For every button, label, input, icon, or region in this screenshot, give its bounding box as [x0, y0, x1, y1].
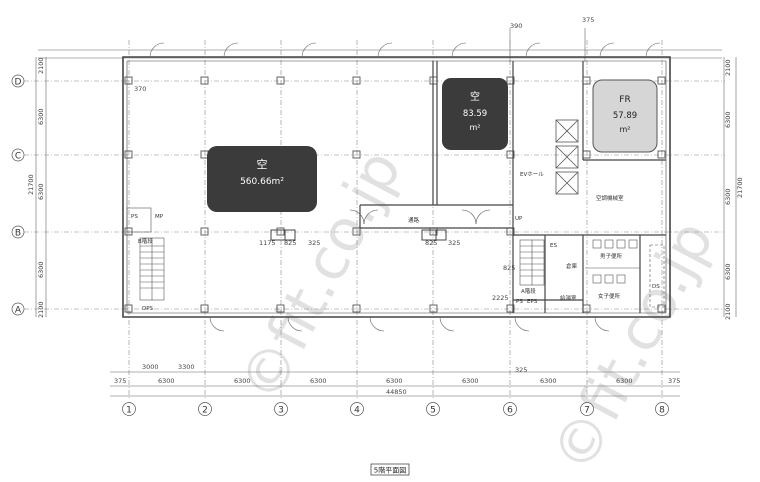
left-dim-0: 2100 — [37, 57, 45, 74]
sub-span-0: 3000 — [142, 363, 159, 371]
misc-dim-7: 2225 — [492, 294, 509, 302]
up-label: UP — [515, 216, 523, 222]
bottom-dim-2: 6300 — [234, 377, 251, 385]
stairs-b — [126, 207, 165, 301]
ps-label-right: PS — [516, 299, 523, 305]
col-label-2: 2 — [202, 406, 208, 416]
misc-dim-8: 325 — [515, 366, 527, 374]
row-axis-bubbles — [11, 74, 25, 316]
eps-label: EPS — [527, 299, 538, 305]
right-dim-1: 6300 — [724, 111, 732, 128]
right-dim-2: 6300 — [724, 188, 732, 205]
bottom-total: 44850 — [386, 388, 407, 396]
left-dimension-lines — [35, 57, 47, 317]
right-dim-3: 6300 — [724, 263, 732, 280]
row-label-c: C — [15, 152, 21, 162]
row-label-a: A — [15, 306, 22, 316]
title-box — [370, 463, 410, 476]
misc-dim-2: 825 — [284, 239, 296, 247]
perimeter-doors — [149, 42, 661, 332]
main-room-highlight — [207, 146, 317, 212]
page-title: 5階平面図 — [374, 466, 406, 475]
misc-dim-3: 825 — [425, 239, 437, 247]
bottom-dim-8: 375 — [668, 377, 680, 385]
right-dim-0: 2100 — [724, 59, 732, 76]
fr-room-highlight — [592, 79, 658, 153]
left-dim-1: 6300 — [37, 108, 45, 125]
right-total: 21700 — [736, 177, 744, 198]
right-dim-4: 2100 — [724, 303, 732, 320]
fr-room-name: FR — [619, 95, 630, 105]
col-label-5: 5 — [430, 406, 436, 416]
mens-wc-label: 男子便所 — [600, 252, 623, 260]
top-dim-375: 375 — [582, 16, 594, 24]
main-room-area: 560.66m² — [240, 177, 284, 187]
wc-area — [585, 239, 665, 308]
opening-boxes — [270, 229, 447, 241]
ds-label: DS — [652, 284, 660, 290]
misc-dim-6: 825 — [503, 264, 515, 272]
col-label-1: 1 — [126, 406, 132, 416]
bottom-dim-4: 6300 — [386, 377, 403, 385]
left-dim-3: 6300 — [37, 261, 45, 278]
bottom-dim-0: 375 — [114, 377, 126, 385]
es-label: ES — [550, 243, 557, 249]
row-label-b: B — [15, 229, 21, 239]
mp-label: MP — [155, 214, 164, 220]
col-label-8: 8 — [659, 406, 665, 416]
column-axis-bubbles — [122, 402, 669, 416]
main-room-name: 空 — [257, 157, 268, 171]
bottom-dimension-lines — [110, 371, 680, 397]
col-label-7: 7 — [584, 406, 590, 416]
bottom-dim-6: 6300 — [540, 377, 557, 385]
left-total: 21700 — [27, 174, 35, 195]
stairs-b-label: B階段 — [138, 237, 153, 245]
left-dim-2: 6300 — [37, 183, 45, 200]
misc-dim-0: 370 — [134, 85, 146, 93]
bottom-dim-1: 6300 — [158, 377, 175, 385]
fr-room-unit: m² — [620, 125, 631, 134]
void-room-area: 83.59 — [463, 109, 487, 119]
sub-span-1: 3300 — [178, 363, 195, 371]
left-dim-4: 2100 — [37, 301, 45, 318]
corridor-doors — [349, 209, 491, 225]
bottom-dim-7: 6300 — [616, 377, 633, 385]
col-label-6: 6 — [507, 406, 513, 416]
col-label-3: 3 — [278, 406, 284, 416]
fr-room-area: 57.89 — [613, 111, 637, 121]
womens-wc-label: 女子便所 — [598, 292, 621, 300]
bottom-dim-5: 6300 — [462, 377, 479, 385]
misc-dim-5: 325 — [448, 239, 460, 247]
misc-dim-1: 1175 — [259, 239, 276, 247]
storage-label: 倉庫 — [566, 262, 578, 270]
void-room-name: 空 — [470, 90, 480, 103]
ps-label-left: PS — [131, 214, 138, 220]
elevator-shafts — [555, 119, 579, 195]
void-room-unit: m² — [470, 123, 481, 132]
watermark-text-2: ©fit.co.jp — [538, 210, 726, 482]
right-dimension-lines — [723, 57, 737, 317]
void-room-highlight — [442, 78, 508, 150]
elec-room-label: 空調機械室 — [596, 194, 624, 202]
interior-walls — [359, 61, 666, 313]
grid-axes-vertical — [128, 40, 663, 398]
kitchen-label: 給湯室 — [560, 294, 577, 302]
stairs-a-label: A階段 — [521, 287, 536, 295]
stairs-a — [519, 239, 545, 286]
corridor-label: 通路 — [408, 216, 420, 224]
row-label-d: D — [15, 78, 22, 88]
ev-hall-label: EVホール — [520, 171, 544, 178]
bottom-dim-3: 6300 — [310, 377, 327, 385]
top-dim-390: 390 — [510, 22, 522, 30]
col-label-4: 4 — [354, 406, 360, 416]
misc-dim-4: 325 — [308, 239, 320, 247]
dps-label-left: DPS — [142, 306, 154, 312]
